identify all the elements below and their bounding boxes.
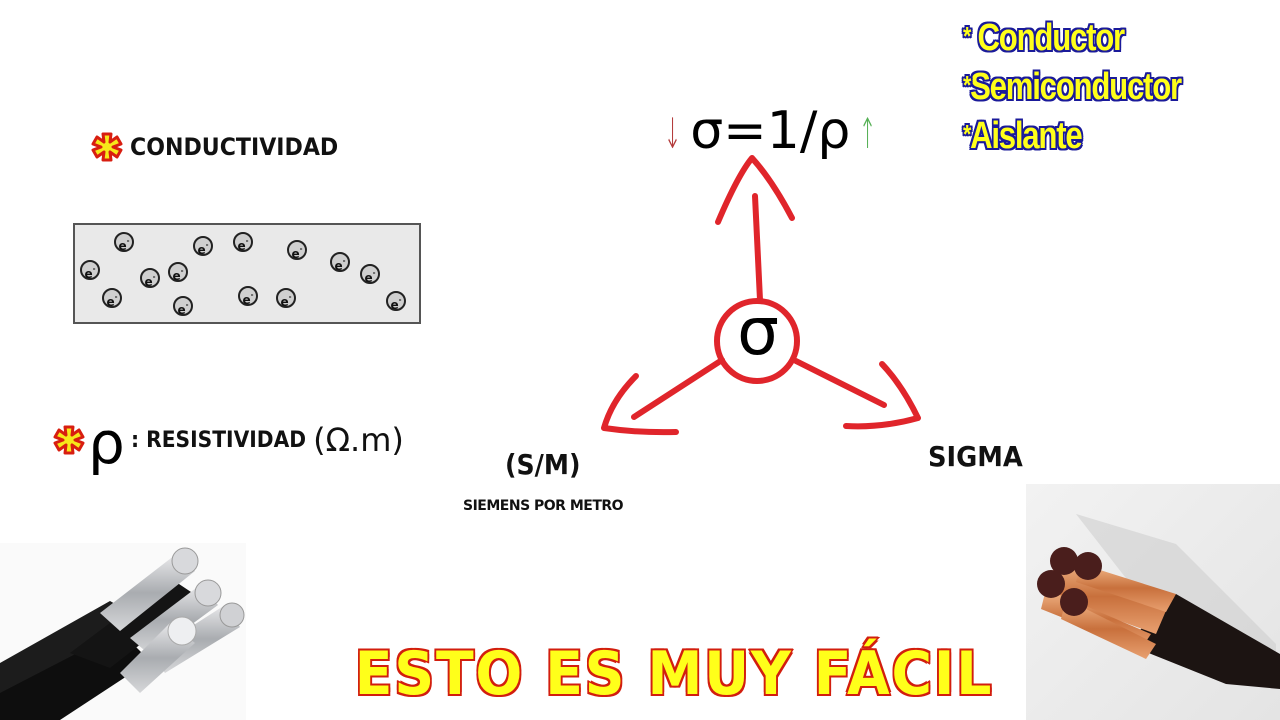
electron-icon: e- xyxy=(238,286,258,307)
electron-icon: e- xyxy=(386,291,406,312)
right-arrow-head xyxy=(843,361,921,430)
up-arrow-shaft xyxy=(752,193,763,303)
electron-icon: e- xyxy=(193,236,213,257)
conductivity-heading: CONDUCTIVIDAD xyxy=(90,131,356,163)
unit-label: (S/M) xyxy=(505,448,581,481)
electron-icon: e- xyxy=(173,296,193,317)
electron-icon: e- xyxy=(330,252,350,273)
electron-icon: e- xyxy=(140,268,160,289)
electron-icon: e- xyxy=(276,288,296,309)
sigma-name-label: SIGMA xyxy=(928,440,1023,473)
resistivity-line: ρ : RESISTIVIDAD (Ω.m) xyxy=(52,408,404,472)
unit-description: SIEMENS POR METRO xyxy=(463,498,624,514)
sigma-symbol: σ xyxy=(737,293,779,370)
type-conductor: * Conductor xyxy=(962,16,1126,60)
copper-cable-image xyxy=(1026,484,1280,720)
resistivity-label: : RESISTIVIDAD xyxy=(130,427,306,453)
electron-icon: e- xyxy=(360,264,380,285)
asterisk-icon xyxy=(91,132,123,162)
electron-icon: e- xyxy=(287,240,307,261)
left-arrow-shaft xyxy=(631,357,725,420)
electron-icon: e- xyxy=(80,260,100,281)
electron-icon: e- xyxy=(114,232,134,253)
formula-expression: σ=1/ρ xyxy=(690,101,851,161)
conductivity-formula: ↓σ=1/ρ↑ xyxy=(655,96,886,169)
material-types-list: * Conductor *Semiconductor *Aislante xyxy=(962,14,1229,161)
type-semiconductor: *Semiconductor xyxy=(962,65,1183,109)
electron-icon: e- xyxy=(168,262,188,283)
increase-arrow-icon: ↑ xyxy=(859,109,877,158)
decrease-arrow-icon: ↓ xyxy=(663,109,682,158)
resistivity-unit: (Ω.m) xyxy=(313,421,404,459)
aluminum-cable-image xyxy=(0,543,246,720)
rho-symbol: ρ xyxy=(88,409,125,477)
bottom-banner: ESTO ES MUY FÁCIL xyxy=(353,638,994,711)
electron-icon: e- xyxy=(233,232,253,253)
right-arrow-shaft xyxy=(793,358,887,408)
left-arrow-head xyxy=(601,373,679,436)
up-arrow-head xyxy=(715,155,795,225)
asterisk-icon xyxy=(53,425,85,455)
type-aislante: *Aislante xyxy=(962,114,1083,158)
electron-icon: e- xyxy=(102,288,122,309)
conductivity-label: CONDUCTIVIDAD xyxy=(130,133,339,161)
